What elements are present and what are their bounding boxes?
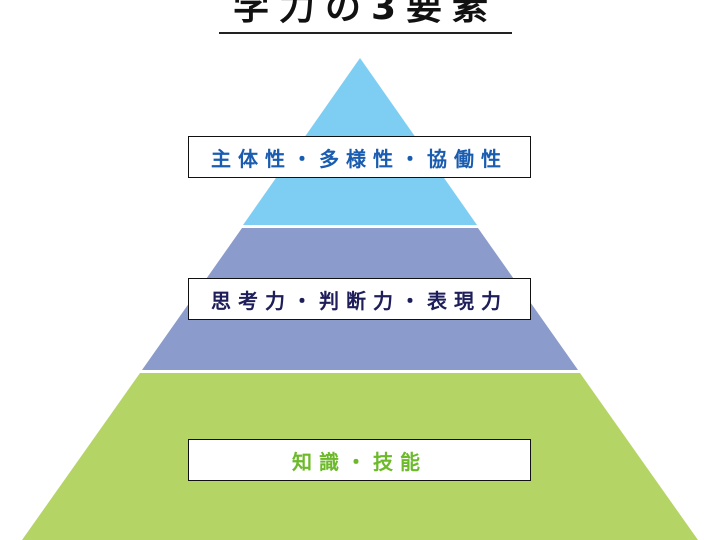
tier-label-bottom: 知識・技能 [188, 439, 531, 481]
title-underline [219, 32, 512, 34]
tier-label-middle: 思考力・判断力・表現力 [188, 278, 531, 320]
diagram-title: 学力の3要素 [232, 0, 499, 28]
tier-label-top: 主体性・多様性・協働性 [188, 136, 531, 178]
